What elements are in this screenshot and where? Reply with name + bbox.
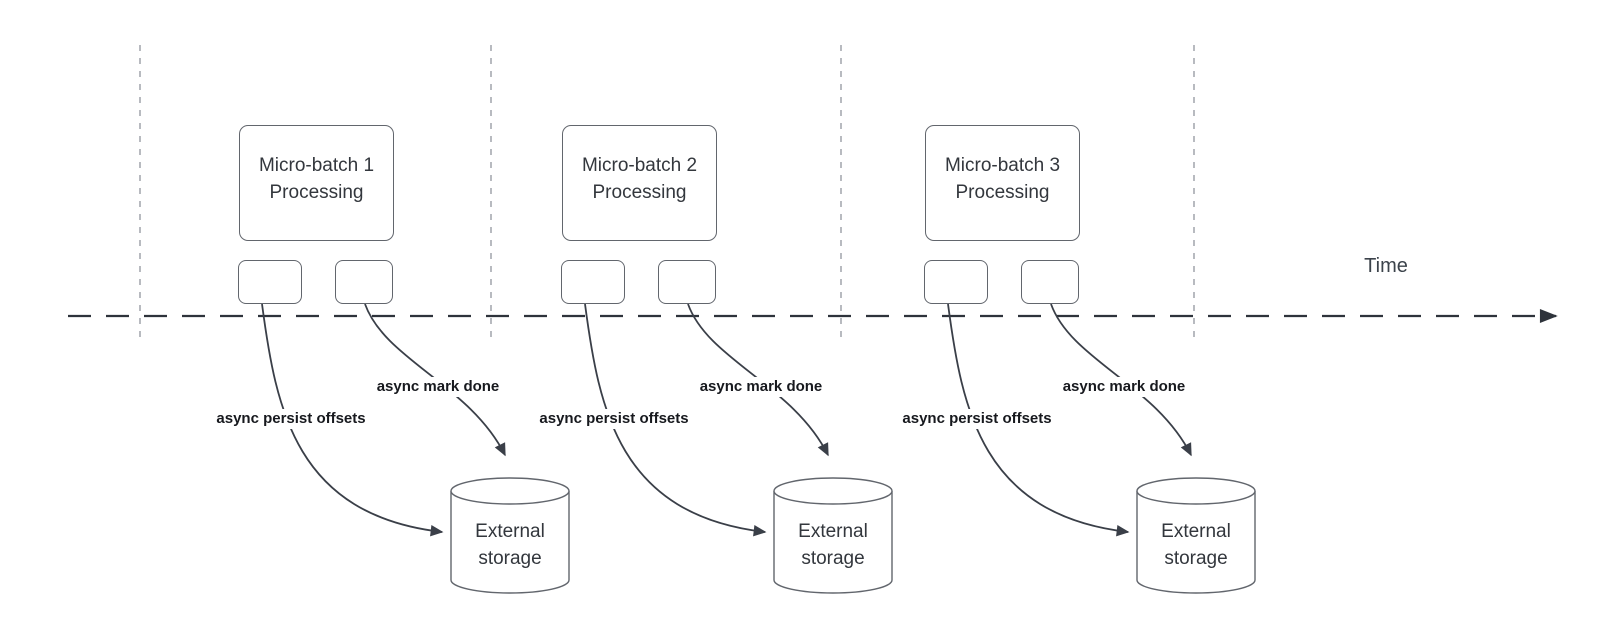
storage-cylinder-body: [1136, 491, 1256, 594]
persist-offsets-arrow: [584, 303, 767, 537]
persist-offsets-arrow: [947, 303, 1130, 537]
mark-done-arrow: [364, 303, 506, 457]
storage-cylinder-top: [1136, 477, 1256, 505]
mark-done-arrow: [1050, 303, 1192, 457]
storage-cylinder-body: [450, 491, 570, 594]
batch-3-lines: [947, 303, 1256, 594]
mark-done-arrow: [687, 303, 829, 457]
batch-1-lines: [261, 303, 570, 594]
storage-cylinder-top: [773, 477, 893, 505]
storage-cylinder-body: [773, 491, 893, 594]
batch-2-lines: [584, 303, 893, 594]
persist-offsets-arrow: [261, 303, 444, 537]
storage-cylinder-top: [450, 477, 570, 505]
